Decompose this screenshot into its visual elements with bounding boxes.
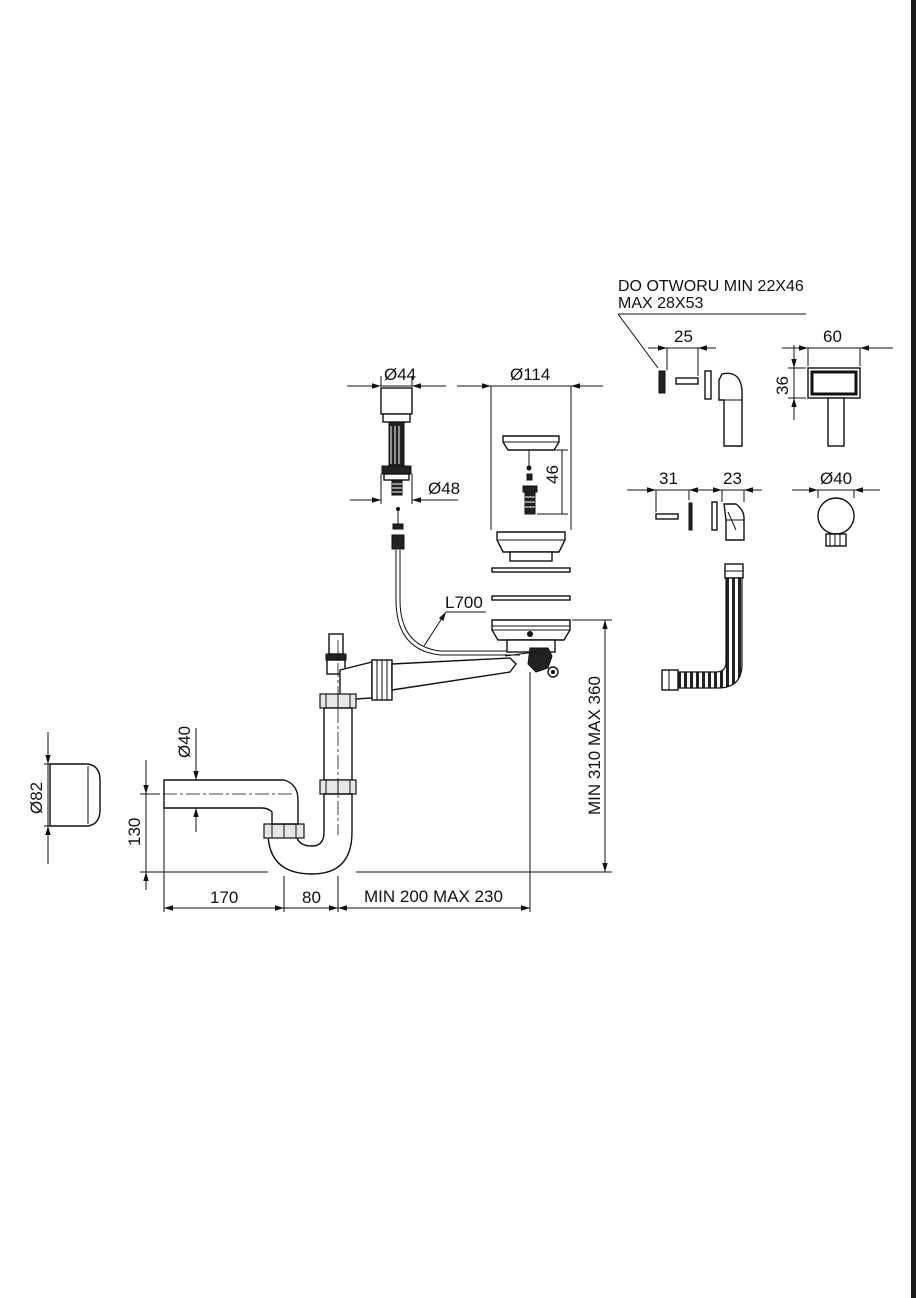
dim-width-range: MIN 200 MAX 230 [364,887,503,906]
overflow-assembly-round: 31 23 Ø40 [627,469,880,547]
dim-diameter-48: Ø48 [428,479,460,498]
dim-height-36: 36 [773,376,792,395]
end-cap-82: Ø82 [27,732,101,864]
dim-cable-length: L700 [445,593,483,612]
sink-siphon: MIN 310 MAX 360 [140,619,612,875]
dim-plug-height-46: 46 [543,465,562,484]
dim-width-31: 31 [659,469,678,488]
dim-diameter-40-pipe: Ø40 [175,726,194,758]
dim-diameter-40-overflow: Ø40 [820,469,852,488]
basket-strainer-assembly: Ø114 46 [457,365,603,678]
scan-edge [911,0,916,1298]
dim-width-60: 60 [823,327,842,346]
note-line-2: MAX 28X53 [618,295,703,312]
dim-height-range: MIN 310 MAX 360 [585,676,604,815]
dim-diameter-82: Ø82 [27,782,46,814]
note-line-1: DO OTWORU MIN 22X46 [618,278,804,295]
pop-up-button-assembly: Ø44 Ø48 [347,365,460,504]
dim-width-23: 23 [723,469,742,488]
overflow-corrugated-hose [661,563,744,691]
siphon-dimensions: Ø40 130 170 80 MIN 200 MAX 230 [125,672,531,912]
dim-height-130: 130 [125,818,144,846]
overflow-assembly-top: 25 60 36 [648,327,893,447]
dim-diameter-114: Ø114 [510,365,550,384]
dim-diameter-44: Ø44 [384,365,416,384]
mounting-hole-note: DO OTWORU MIN 22X46 MAX 28X53 [617,278,806,369]
dim-width-80: 80 [302,888,321,907]
bowden-cable: L700 [391,507,520,656]
dim-width-170: 170 [210,888,238,907]
dim-width-25: 25 [674,327,693,346]
